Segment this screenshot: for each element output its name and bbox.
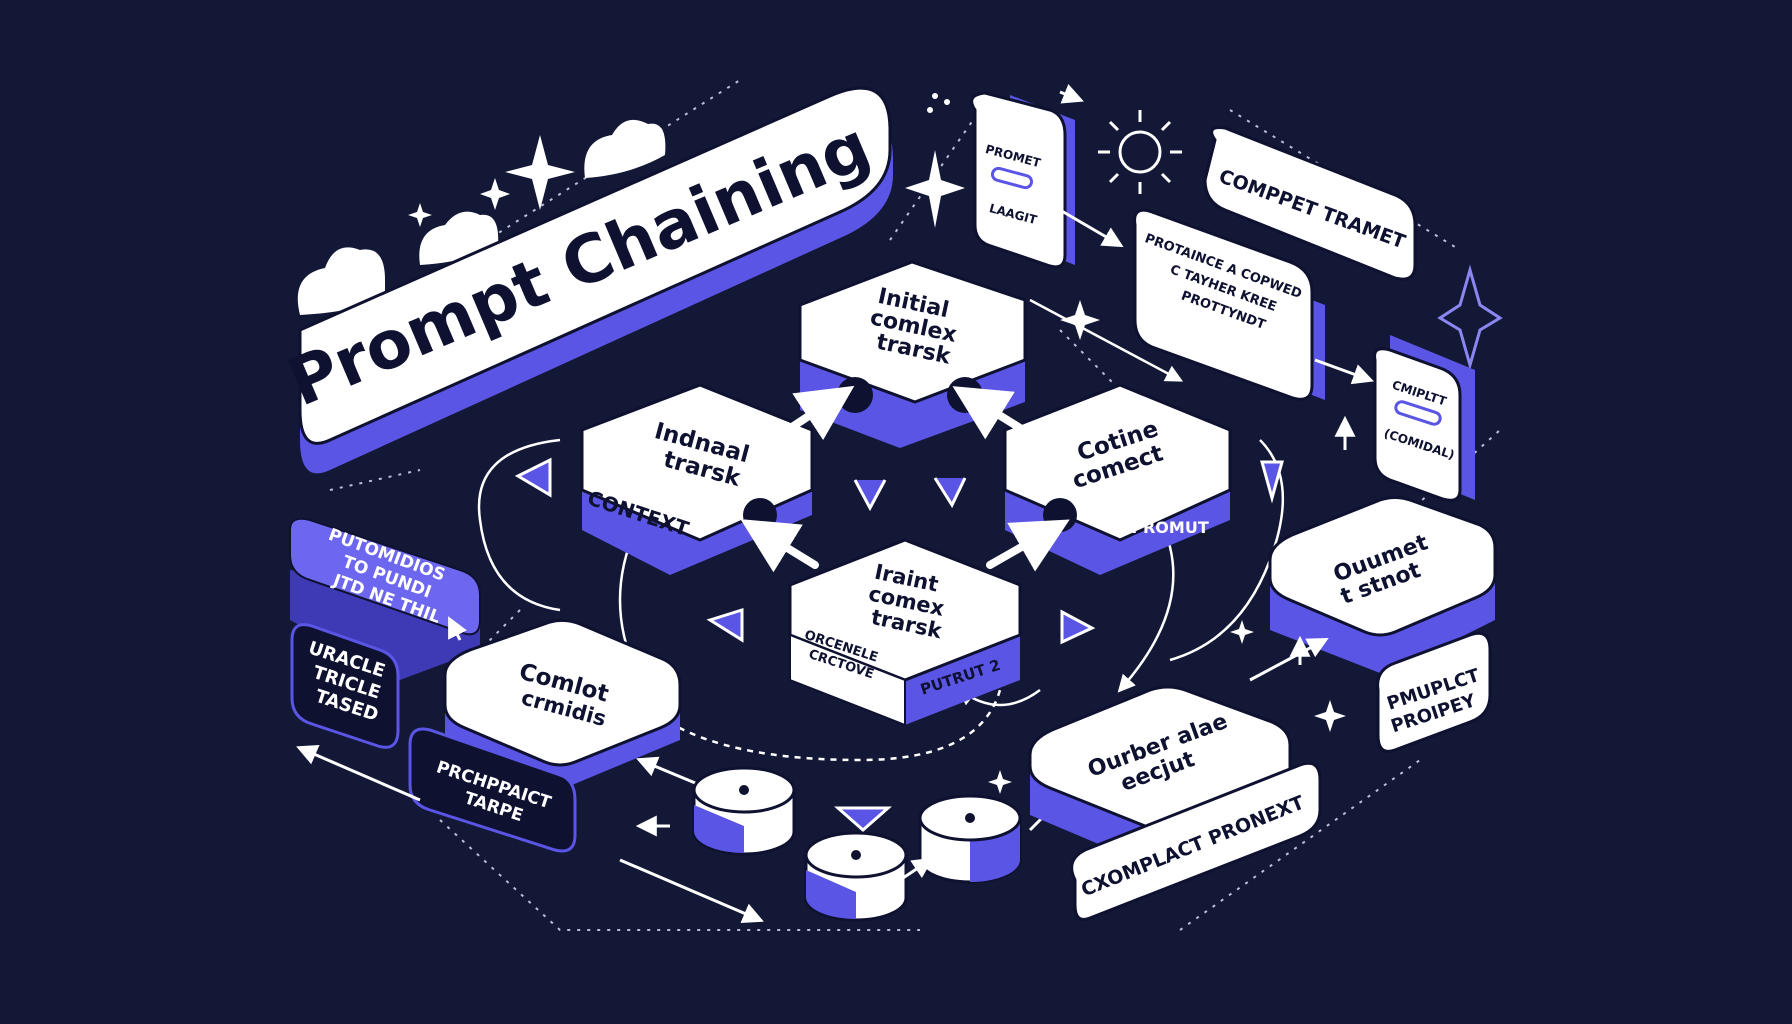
block-ouumet: Ouumet t stnot bbox=[1268, 496, 1497, 675]
block-right-side-label: PROMUT bbox=[1131, 518, 1209, 537]
card-prompt-vertical: PROMET LAAGIT bbox=[970, 91, 1075, 269]
cylinder-node bbox=[804, 831, 908, 922]
star-outline-icon bbox=[1437, 264, 1503, 371]
small-card-field bbox=[1394, 400, 1442, 426]
block-initial-complex-task: Initial comlex trarsk bbox=[798, 260, 1027, 448]
tile-dark-notes: URACLE TRICLE TASED bbox=[290, 623, 400, 749]
card-small: CMIPLTT (COMIDAL) bbox=[1373, 335, 1475, 502]
center-arrows bbox=[740, 385, 1070, 573]
chevron-icons bbox=[514, 457, 1284, 832]
cylinder-nodes bbox=[692, 766, 1022, 922]
block-ourber: Ourber alae eecjut bbox=[1028, 685, 1292, 870]
card-note: PROTAINCE A COPWED C TAYHER KREE PROTTYN… bbox=[1133, 208, 1325, 401]
left-arrows bbox=[296, 616, 764, 924]
sun-icon bbox=[1098, 110, 1182, 194]
tile-purple-notes: PUTOMIDIOS TO PUNDI JTD NE THIL bbox=[289, 517, 481, 680]
small-dots bbox=[927, 93, 950, 113]
block-context: Cotine comect PROMUT bbox=[1003, 383, 1232, 575]
block-middle-task: Iraint comex trarsk ORCENELE CRCTOVE PUT… bbox=[788, 538, 1022, 727]
cylinder-node bbox=[692, 766, 796, 856]
tile-template: PRCHPPAICT TARPE bbox=[408, 727, 577, 853]
right-arrows bbox=[1059, 84, 1374, 682]
cylinder-node bbox=[918, 794, 1022, 884]
block-individual-task: Indnaal trarsk CONTEXT bbox=[580, 383, 814, 575]
prompt-card-field bbox=[990, 166, 1034, 190]
